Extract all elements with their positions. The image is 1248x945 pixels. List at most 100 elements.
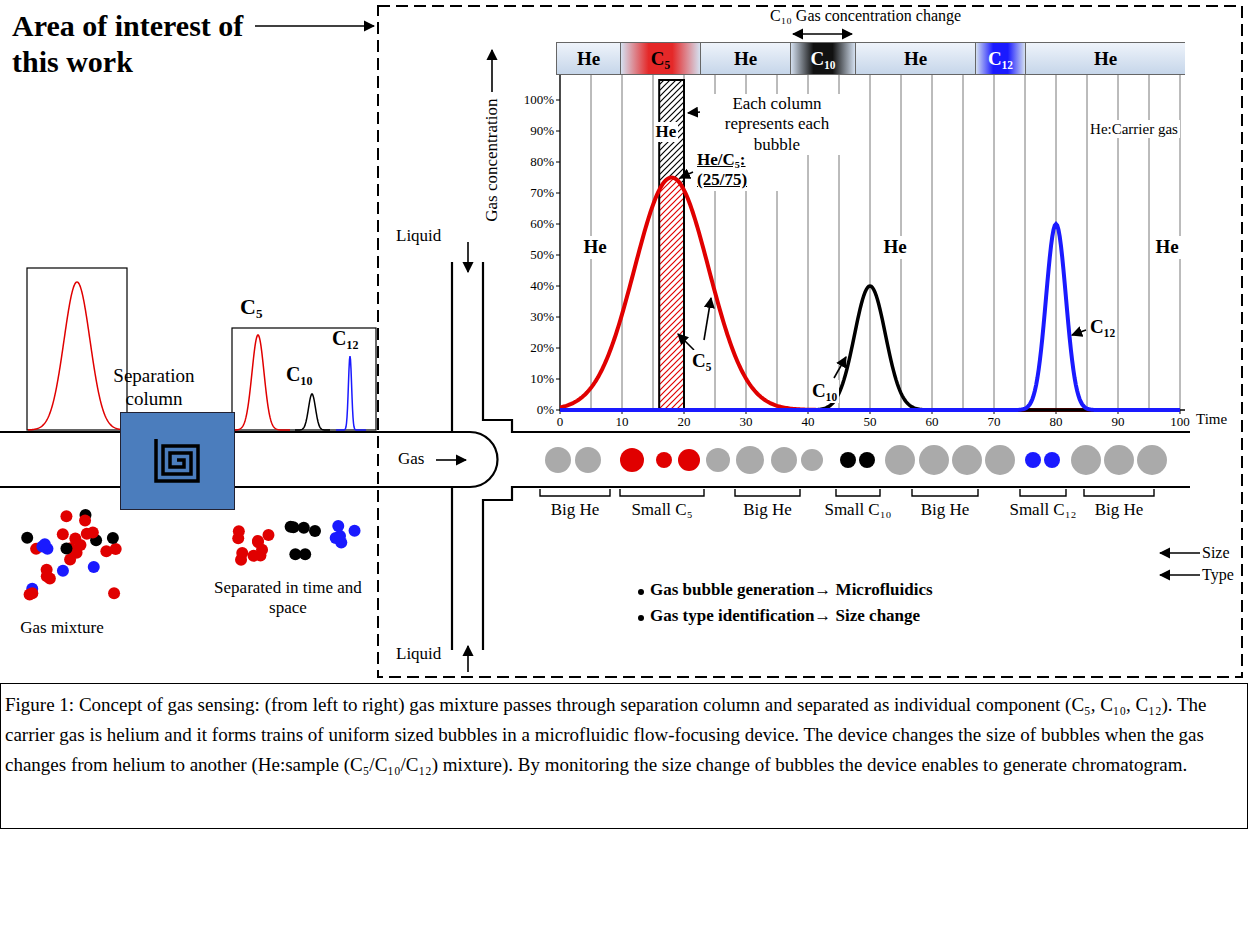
peak-label: C₅ bbox=[240, 294, 276, 320]
group-brackets bbox=[540, 489, 1154, 496]
x-tick: 30 bbox=[731, 414, 761, 430]
y-tick: 20% bbox=[510, 340, 554, 356]
x-tick: 10 bbox=[607, 414, 637, 430]
leader-arrow bbox=[1072, 330, 1086, 335]
size-arrow bbox=[1160, 552, 1200, 554]
region-title: Area of interest of this work bbox=[12, 8, 247, 80]
caption: Figure 1: Concept of gas sensing: (from … bbox=[5, 690, 1243, 780]
input-chromatograms bbox=[27, 268, 376, 430]
peak-label: C₁₀ bbox=[286, 362, 330, 386]
group-label: Small C₁₀ bbox=[820, 500, 896, 520]
band-label: He bbox=[1026, 43, 1185, 71]
axis-ticks bbox=[556, 100, 1180, 414]
leader-arrow bbox=[704, 298, 711, 340]
group-label: Big He bbox=[537, 500, 613, 520]
leader-arrow bbox=[834, 357, 846, 378]
c12-peak bbox=[560, 224, 1180, 410]
x-tick: 80 bbox=[1041, 414, 1071, 430]
row-label: Size bbox=[1202, 543, 1242, 562]
c10-band: C₁₀ bbox=[790, 42, 855, 75]
helium-label: He bbox=[654, 122, 679, 142]
spiral-path bbox=[156, 439, 198, 481]
chart-axes bbox=[560, 75, 1185, 410]
band-label: He bbox=[856, 43, 975, 71]
ratio-label: He/C₅: (25/75) bbox=[695, 150, 779, 191]
caption-box: Figure 1: Concept of gas sensing: (from … bbox=[0, 683, 1248, 829]
peak-label: C₁₂ bbox=[332, 326, 376, 350]
column-note: Each column represents each bubble bbox=[700, 94, 854, 155]
liquid-arrow bbox=[467, 646, 469, 672]
column-heading: Separation column bbox=[99, 365, 209, 411]
band-label: He bbox=[557, 43, 620, 71]
c5-peak bbox=[560, 178, 1180, 411]
inlet-label: Gas bbox=[398, 449, 436, 469]
separation-column: Separation column bbox=[120, 412, 235, 510]
bubble-train bbox=[545, 445, 1167, 475]
helium-label: He bbox=[881, 236, 908, 259]
spiral-symbol bbox=[121, 413, 233, 508]
x-tick: 60 bbox=[917, 414, 947, 430]
group-label: Big He bbox=[907, 500, 983, 520]
band-label: C₅ bbox=[621, 43, 700, 71]
y-tick: 80% bbox=[510, 154, 554, 170]
row-label: Type bbox=[1202, 565, 1242, 584]
carrier-band: He bbox=[700, 42, 790, 75]
y-tick: 90% bbox=[510, 123, 554, 139]
y-tick: 60% bbox=[510, 216, 554, 232]
interest-region bbox=[378, 6, 1242, 677]
bullet-text: Gas type identification→ Size change bbox=[650, 606, 1090, 626]
band-label: C₁₀ bbox=[791, 43, 855, 71]
gas-mixture-dots bbox=[21, 509, 121, 600]
leader-arrow bbox=[678, 334, 694, 350]
carrier-band: He bbox=[1025, 42, 1185, 75]
c5-band: C₅ bbox=[620, 42, 700, 75]
change-note: C₁₀ Gas concentration change bbox=[770, 6, 1010, 25]
y-tick: 50% bbox=[510, 247, 554, 263]
x-tick: 40 bbox=[793, 414, 823, 430]
bullet-text: Gas bubble generation→ Microfluidics bbox=[650, 580, 1090, 600]
peak-label: C₁₂ bbox=[1088, 316, 1117, 339]
group-label: Big He bbox=[1081, 500, 1157, 520]
bullet-dots bbox=[638, 589, 644, 621]
c12-band: C₁₂ bbox=[975, 42, 1025, 75]
group-label: Small C₅ bbox=[624, 500, 700, 520]
x-tick: 0 bbox=[545, 414, 575, 430]
group-label: Small C₁₂ bbox=[1005, 500, 1081, 520]
bubble-columns bbox=[591, 75, 1180, 410]
group-label: Big He bbox=[730, 500, 806, 520]
peak-label: C₅ bbox=[690, 350, 713, 373]
inlet-label: Liquid bbox=[396, 644, 452, 664]
band-label: He bbox=[701, 43, 790, 71]
carrier-note: He:Carrier gas bbox=[1088, 120, 1180, 138]
y-tick: 100% bbox=[510, 92, 554, 108]
y-tick: 10% bbox=[510, 371, 554, 387]
axis-title: Gas concentration bbox=[482, 95, 502, 225]
sample-hatch bbox=[659, 178, 684, 411]
helium-label: He bbox=[581, 236, 608, 259]
c10-peak bbox=[560, 286, 1180, 410]
y-tick: 0% bbox=[510, 402, 554, 418]
helium-label: He bbox=[1153, 236, 1180, 259]
flow-focusing-channels bbox=[0, 262, 1190, 650]
gas-arrow bbox=[436, 459, 466, 461]
axis-title: Time bbox=[1196, 410, 1240, 428]
band-label: C₁₂ bbox=[976, 43, 1025, 71]
axis-arrow bbox=[491, 50, 493, 92]
type-arrow bbox=[1160, 574, 1200, 576]
carrier-band: He bbox=[556, 42, 620, 75]
pointer-arrow bbox=[255, 25, 374, 27]
peak-label: C₁₀ bbox=[810, 380, 839, 403]
x-tick: 100 bbox=[1165, 414, 1195, 430]
x-tick: 50 bbox=[855, 414, 885, 430]
separated-dots bbox=[232, 520, 360, 566]
note: Separated in time and space bbox=[198, 578, 378, 619]
y-tick: 40% bbox=[510, 278, 554, 294]
liquid-arrow bbox=[467, 242, 469, 272]
x-tick: 20 bbox=[669, 414, 699, 430]
carrier-band: He bbox=[855, 42, 975, 75]
y-tick: 30% bbox=[510, 309, 554, 325]
leader-arrow bbox=[680, 172, 693, 178]
inlet-label: Liquid bbox=[396, 226, 452, 246]
x-tick: 70 bbox=[979, 414, 1009, 430]
